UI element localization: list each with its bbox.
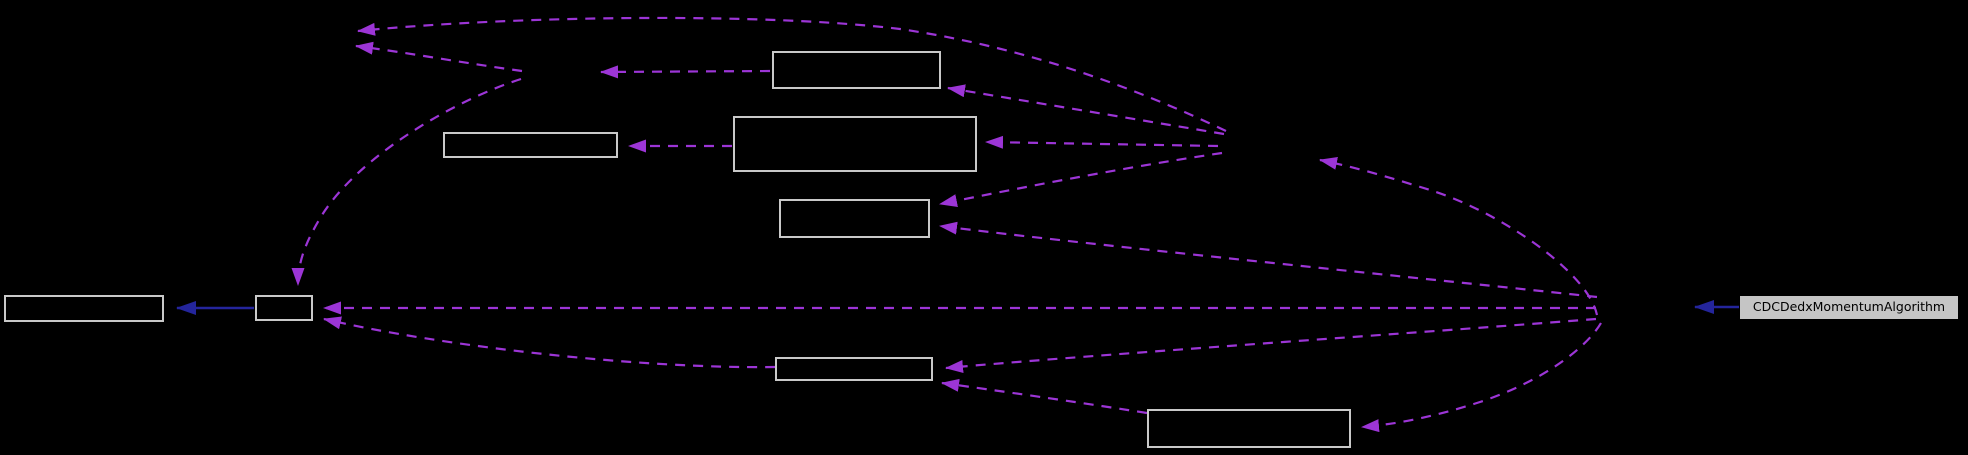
edge-usage-hub-to-mid	[1319, 156, 1599, 316]
edge-usage-top-short	[355, 41, 523, 73]
edge-usage-boxG-to-boxF	[323, 316, 776, 369]
node-box-6[interactable]	[255, 295, 313, 321]
edge-usage-into-boxD-1	[939, 151, 1223, 208]
node-box-1[interactable]	[772, 51, 941, 89]
node-box-4[interactable]	[779, 199, 930, 238]
edge-usage-into-boxH	[1361, 322, 1602, 433]
node-box-7[interactable]	[775, 357, 933, 381]
edge-usage-boxA-west	[600, 65, 771, 79]
edge-usage-into-boxD-2	[939, 221, 1598, 299]
node-box-2[interactable]	[443, 132, 618, 158]
edge-usage-into-boxG-1	[945, 317, 1597, 373]
edge-usage-curve-to-boxF-top	[291, 77, 522, 286]
current-node-label: CDCDedxMomentumAlgorithm	[1752, 299, 1946, 315]
edge-usage-boxH-to-boxG	[941, 378, 1148, 415]
edge-usage-into-boxA	[947, 84, 1225, 136]
current-node: CDCDedxMomentumAlgorithm	[1740, 296, 1958, 319]
node-box-5[interactable]	[4, 295, 164, 322]
edge-usage-top-long	[357, 16, 1227, 132]
node-box-8[interactable]	[1147, 409, 1351, 448]
edge-usage-into-boxC	[985, 135, 1219, 149]
node-box-3[interactable]	[733, 116, 977, 172]
